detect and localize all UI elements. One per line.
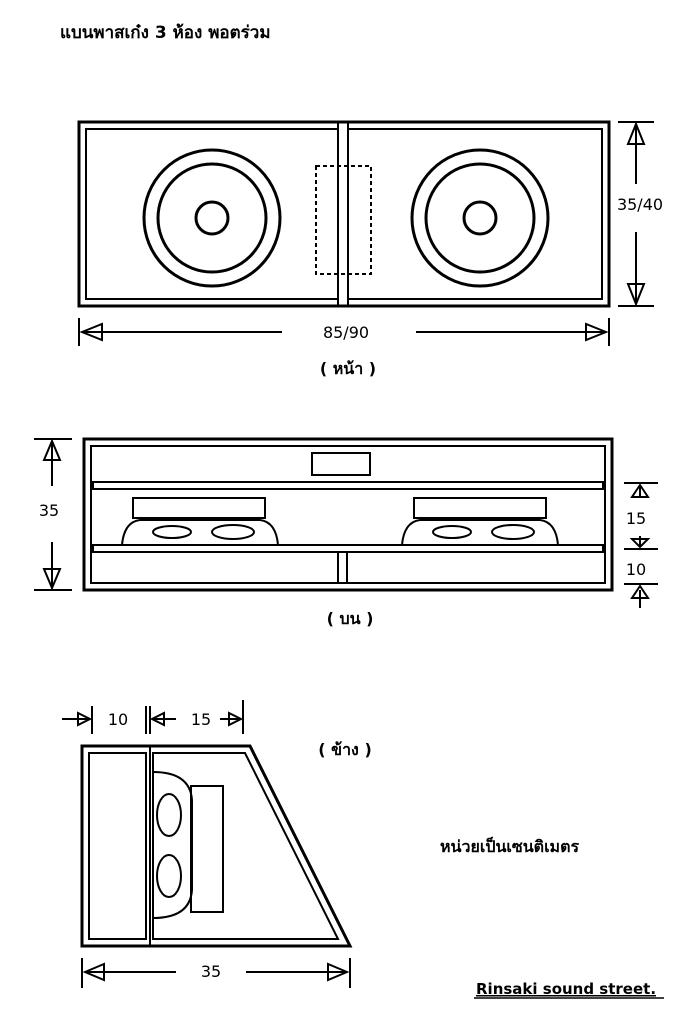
side-outer-shape xyxy=(80,744,353,948)
top-dim-15-label: 15 xyxy=(626,509,646,528)
front-width-label: 85/90 xyxy=(323,323,369,342)
front-right-panel xyxy=(347,128,603,300)
top-height-label: 35 xyxy=(39,501,59,520)
top-right-dimensions: 15 10 xyxy=(624,482,658,608)
side-width-label: 35 xyxy=(201,962,221,981)
diagram-title: แบนพาสเก๋ง 3 ห้อง พอตร่วม xyxy=(60,23,271,43)
front-right-speaker xyxy=(410,148,550,288)
top-lower-shelf xyxy=(92,544,604,553)
side-top-dimensions: 10 15 xyxy=(62,700,244,734)
front-port-dashed xyxy=(315,165,372,275)
top-dim-10-label: 10 xyxy=(626,560,646,579)
side-left-chamber xyxy=(88,752,147,940)
top-right-speaker xyxy=(401,497,559,546)
credit-text: Rinsaki sound street. xyxy=(476,980,656,998)
top-height-dimension: 35 xyxy=(34,438,72,591)
front-height-dimension: 35/40 xyxy=(617,121,663,307)
side-dim-10-label: 10 xyxy=(108,710,128,729)
top-left-speaker xyxy=(121,497,279,546)
front-outer-box xyxy=(77,120,611,308)
side-width-dimension: 35 xyxy=(81,958,351,988)
unit-note: หน่วยเป็นเซนติเมตร xyxy=(440,835,579,856)
front-left-speaker xyxy=(142,148,282,288)
front-height-label: 35/40 xyxy=(617,195,663,214)
top-view: 35 15 10 ( บน ) xyxy=(34,437,658,628)
top-divider xyxy=(337,551,348,584)
side-magnet xyxy=(190,785,224,913)
side-view: 10 15 ( ข้าง ) 35 xyxy=(62,700,372,988)
top-port-rect xyxy=(311,452,371,476)
top-upper-shelf xyxy=(92,481,604,490)
top-outer-box xyxy=(82,437,614,592)
top-view-label: ( บน ) xyxy=(327,609,374,628)
front-view: 35/40 85/90 ( หน้า ) xyxy=(77,120,663,378)
front-view-label: ( หน้า ) xyxy=(320,359,376,378)
front-width-dimension: 85/90 xyxy=(78,318,610,346)
side-dim-15-label: 15 xyxy=(191,710,211,729)
side-view-label: ( ข้าง ) xyxy=(318,740,372,759)
